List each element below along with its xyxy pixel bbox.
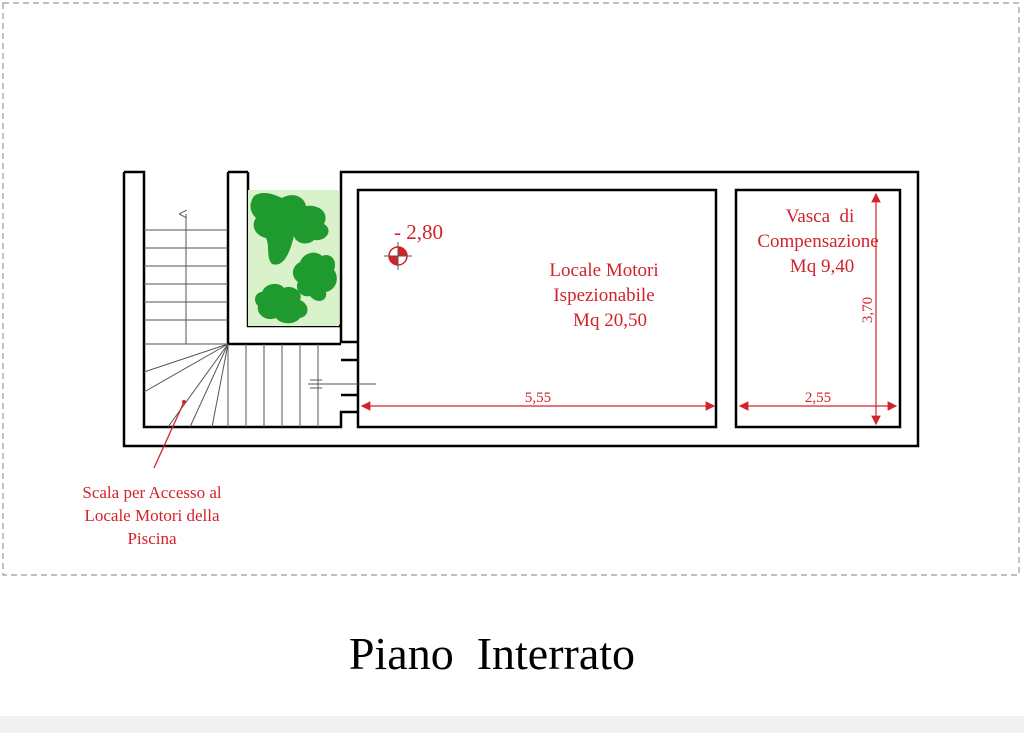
motori-label-line1: Locale Motori [549, 260, 658, 281]
motori-area-label: Mq 20,50 [573, 310, 647, 331]
vasca-height-label: 3,70 [860, 297, 876, 323]
room-vasca [734, 188, 902, 429]
plan-title: Piano Interrato [349, 628, 635, 679]
tree-icon [250, 192, 329, 265]
staircase [143, 214, 376, 428]
stair-note-line2: Locale Motori della [84, 506, 219, 525]
vasca-width-label: 2,55 [805, 390, 831, 406]
drawing-frame [2, 2, 1020, 576]
dimensions: 5,55 2,55 3,70 [360, 192, 898, 426]
stair-note-line3: Piscina [127, 529, 177, 548]
vasca-label-line2: Compensazione [757, 231, 878, 252]
tree-icon [292, 252, 337, 301]
motori-label-line2: Ispezionabile [553, 285, 654, 306]
room-motori [356, 188, 718, 429]
level-marker-label: - 2,80 [394, 220, 443, 244]
vasca-area-label: Mq 9,40 [790, 256, 854, 277]
vasca-label-line1: Vasca di [786, 206, 855, 227]
motori-label: Locale Motori Ispezionabile Mq 20,50 [549, 260, 658, 331]
motori-width-label: 5,55 [525, 390, 551, 406]
vasca-label: Vasca di Compensazione Mq 9,40 [757, 206, 878, 277]
planter [248, 190, 339, 326]
tree-icon [255, 283, 308, 324]
stair-note-line1: Scala per Accesso al [82, 483, 222, 502]
level-marker: - 2,80 [384, 220, 443, 270]
stair-note: Scala per Accesso al Locale Motori della… [82, 400, 222, 548]
page-bottom-band [0, 716, 1024, 733]
